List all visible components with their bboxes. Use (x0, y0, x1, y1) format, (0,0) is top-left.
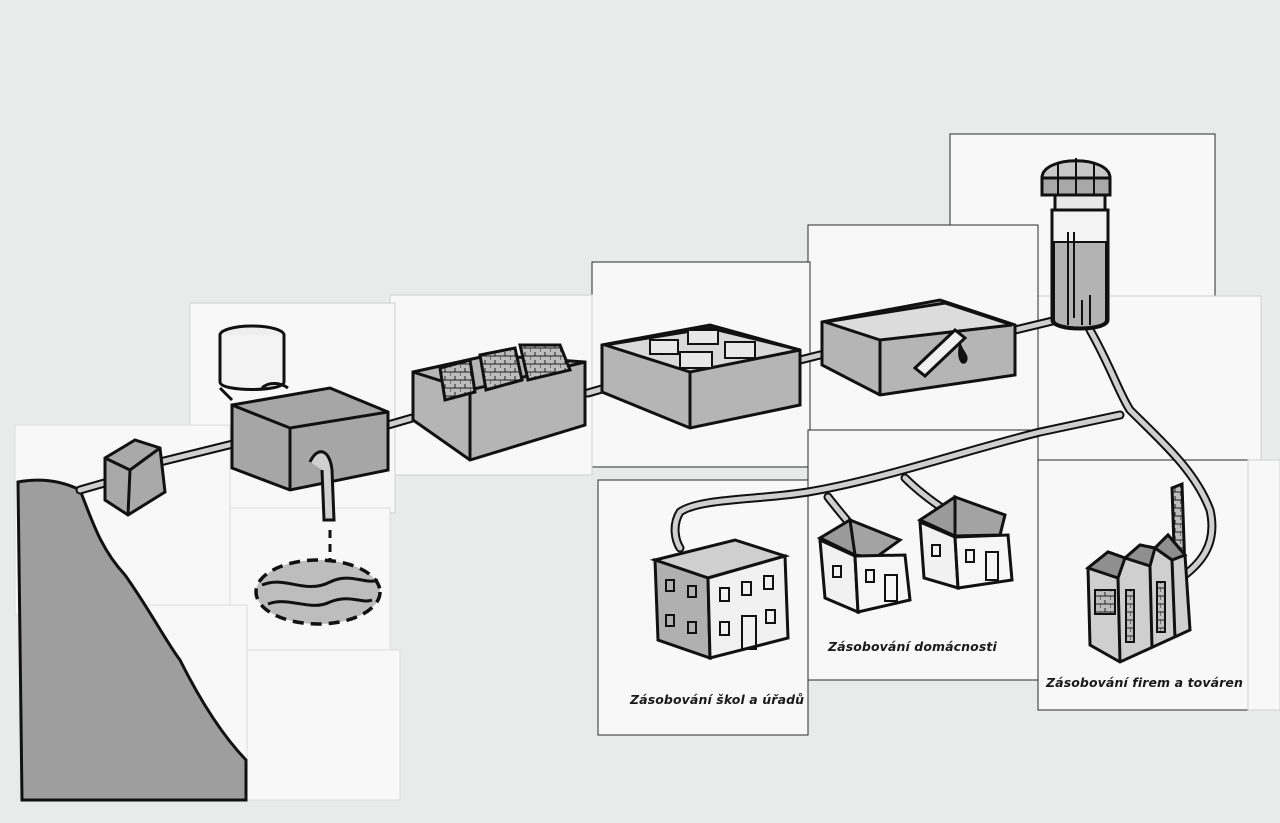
factory (1084, 481, 1192, 664)
water-tower (1040, 158, 1112, 331)
sedimentation-tank (600, 323, 802, 430)
pumping-station (218, 324, 390, 522)
school-building (649, 538, 791, 661)
caption-company-factory-supply: Zásobování firem a továren (1046, 675, 1243, 690)
caption-household-supply: Zásobování domácnosti (828, 639, 997, 654)
disinfection-tank (820, 298, 1017, 397)
house-1 (816, 517, 912, 615)
river-bank (16, 478, 248, 802)
intake-pump (103, 438, 167, 517)
screening-tank (411, 343, 587, 462)
groundwater-well (254, 530, 382, 626)
caption-school-office-supply: Zásobování škol a úřadů (630, 692, 805, 707)
house-2 (916, 494, 1014, 591)
